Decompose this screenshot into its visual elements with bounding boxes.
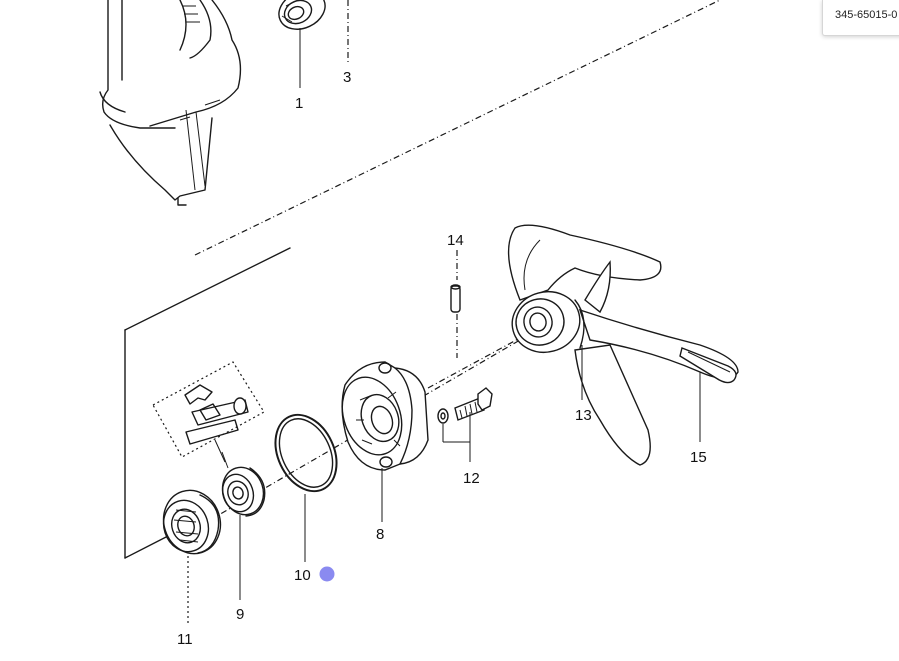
callout-label-10[interactable]: 10 [294, 567, 311, 584]
callout-label-15[interactable]: 15 [690, 449, 707, 466]
shear-pin-box [152, 361, 265, 463]
callout-label-11[interactable]: 11 [177, 631, 193, 648]
callout-label-1[interactable]: 1 [295, 95, 303, 112]
leader-pin [221, 451, 229, 469]
gearcase-housing [99, 0, 242, 206]
callout-label-3[interactable]: 3 [343, 69, 351, 86]
cotter-pin-part-14 [450, 284, 461, 313]
part-number-text: 345-65015-0 [835, 9, 898, 21]
bearing-part-9 [221, 466, 266, 517]
propeller-part-13 [507, 224, 739, 466]
callout-label-13[interactable]: 13 [575, 407, 592, 424]
o-ring-part-10 [274, 413, 338, 493]
propeller-housing-part-8 [341, 361, 429, 471]
bolt-washer-part-12 [437, 387, 493, 424]
cotter-pin-part-15 [679, 347, 737, 384]
frame-bottom-line [124, 534, 171, 559]
callout-label-14[interactable]: 14 [447, 232, 464, 249]
bearing-part-11 [162, 489, 222, 555]
callout-label-9[interactable]: 9 [236, 606, 244, 623]
shaft-axis-prop [427, 337, 521, 389]
callout-label-12[interactable]: 12 [463, 470, 480, 487]
part-number-tooltip: 345-65015-0 [822, 0, 899, 36]
callout-label-8[interactable]: 8 [376, 526, 384, 543]
housing-outline-line [124, 247, 291, 331]
shaft-axis-upper [194, 0, 721, 256]
bearing-part-1 [278, 0, 326, 30]
selected-callout-marker[interactable] [319, 566, 335, 582]
